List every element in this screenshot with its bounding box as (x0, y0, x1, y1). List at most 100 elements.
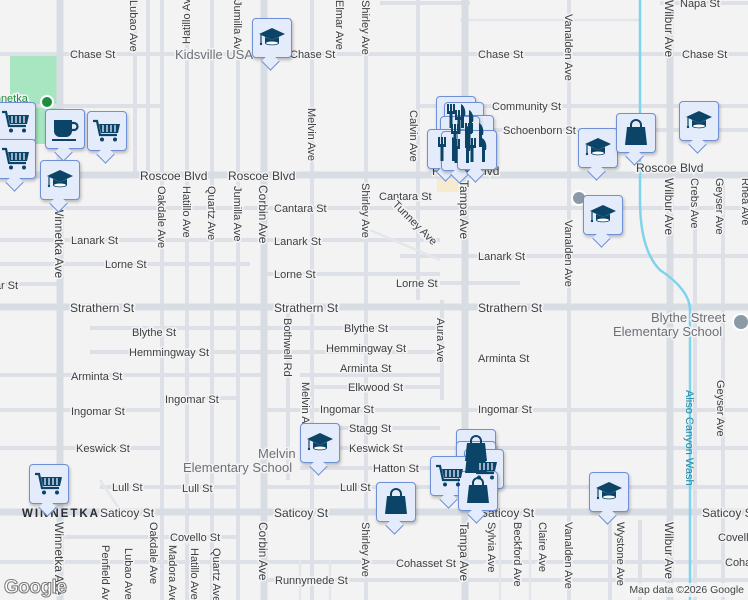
street-label-runnymede: Runnymede St (275, 575, 348, 587)
marker-shopping[interactable] (616, 113, 656, 153)
graduation-cap-icon (594, 477, 624, 507)
street-label-chase: Chase St (290, 49, 335, 61)
street-label-penfield: Penfield Ave (99, 545, 111, 600)
street-label-beckford: Beckford Ave (511, 522, 523, 587)
street-label-hatton: Hatton St (373, 463, 419, 475)
street-label-arminta: Arminta St (340, 363, 391, 375)
street-label-tampa: Tampa Ave (457, 180, 471, 239)
marker-school[interactable] (40, 160, 80, 200)
street-label-wilbur: Wilbur Ave (662, 0, 676, 57)
street-label-corbin: Corbin Ave (256, 185, 270, 244)
shopping-bag-icon (621, 118, 651, 148)
marker-school[interactable] (583, 195, 623, 235)
neighborhood-label: WINNETKA (22, 508, 100, 520)
street-label-covello: Covello St (170, 532, 220, 544)
street-label-tampa: Tampa Ave (457, 522, 471, 581)
street-label-hatillo: Hatillo Ave (188, 548, 200, 600)
marker-shopping[interactable] (458, 471, 498, 511)
street-label-covello: Covello St (718, 532, 748, 544)
graduation-cap-icon (588, 200, 618, 230)
place-label-blythe-school: Elementary School (613, 324, 722, 339)
park-pin-icon (40, 95, 54, 109)
marker-grocery[interactable] (0, 102, 36, 142)
street-label-quartz: Quartz Ave (210, 548, 222, 600)
street-label-corbin: Corbin Ave (256, 522, 270, 581)
street-label-roscoe: Roscoe Blvd (228, 169, 295, 183)
shopping-cart-icon (1, 144, 31, 174)
street-label-geyser: Geyser Ave (713, 178, 725, 235)
aliso-canyon-wash (638, 0, 692, 600)
street-label-vanalden: Vanalden Ave (562, 14, 574, 81)
place-label-melvin-school: Melvin (258, 446, 296, 461)
street-label-shirley: Shirley Ave (359, 0, 371, 55)
street-label-roscoe: Roscoe Blvd (140, 169, 207, 183)
street-label-napa: Napa St (680, 0, 720, 10)
street-label-lanark: Lanark St (478, 251, 525, 263)
graduation-cap-icon (583, 133, 613, 163)
street-label-oakdale: Oakdale Ave (147, 522, 159, 584)
street-label-lorne: Lorne St (105, 259, 147, 271)
street-label-hatillo: Hatillo Ave (180, 186, 192, 238)
marker-shopping[interactable] (376, 482, 416, 522)
street-label-lanark: Lanark St (274, 236, 321, 248)
street-label-blythe: Blythe St (132, 327, 176, 339)
street-label-melvin: Melvin Ave (305, 108, 317, 161)
street-label-keswick: Keswick St (349, 443, 403, 455)
marker-grocery[interactable] (87, 111, 127, 151)
street-label-wilbur: Wilbur Ave (662, 522, 676, 579)
coffee-cup-icon (50, 114, 80, 144)
street-label-sylvia: Sylvia Ave (485, 522, 497, 573)
street-label-strathern: Strathern St (478, 301, 543, 315)
graduation-cap-icon (305, 428, 335, 458)
street-label-wystone: Wystone Ave (614, 522, 626, 586)
street-label-schoenborn: Schoenborn St (503, 125, 576, 137)
map-attribution[interactable]: Map data ©2026 Google (625, 583, 748, 597)
graduation-cap-icon (45, 165, 75, 195)
street-label-roscoe: Roscoe Blvd (636, 161, 703, 175)
marker-school-kidsville[interactable] (252, 18, 292, 58)
street-label-hatillo: Hatillo Ave (181, 0, 193, 44)
street-label-community: Community St (492, 101, 561, 113)
marker-restaurant[interactable] (441, 131, 481, 171)
street-label-lorne: Lorne St (274, 269, 316, 281)
street-label-cantara: Cantara St (379, 191, 432, 203)
street-label-lull: Lull St (340, 482, 371, 494)
street-label-wilbur: Wilbur Ave (662, 178, 676, 235)
street-label-lull: Lull St (112, 482, 143, 494)
street-label-bothwell: Bothwell Rd (281, 318, 293, 377)
street-label-ingomar: Ingomar St (71, 406, 125, 418)
street-label-keswick: Keswick St (76, 443, 130, 455)
street-label-strathern: Strathern St (70, 301, 135, 315)
street-label-lubao: Lubao Ave (127, 0, 139, 52)
street-label-shirley: Shirley Ave (359, 522, 371, 577)
marker-school[interactable] (578, 128, 618, 168)
marker-school[interactable] (679, 101, 719, 141)
marker-grocery[interactable] (0, 139, 36, 179)
marker-school-melvin[interactable] (300, 423, 340, 463)
street-label-calvin: Calvin Ave (407, 110, 419, 162)
street-label-quartz: Quartz Ave (205, 186, 217, 240)
place-label-blythe-school: Blythe Street (651, 310, 726, 325)
street-label-arminta: Arminta St (478, 353, 529, 365)
marker-grocery[interactable] (430, 456, 470, 496)
street-label-cantara: Cantara St (274, 203, 327, 215)
marker-cafe[interactable] (45, 109, 85, 149)
street-label-elmar: Elmar Ave (333, 0, 345, 50)
shopping-bag-icon (463, 476, 493, 506)
street-label-elkwood: Elkwood St (348, 382, 403, 394)
school-pin-icon (732, 313, 748, 331)
marker-restaurant[interactable] (457, 130, 497, 170)
street-label-oakdale: Oakdale Ave (155, 186, 167, 248)
place-label-kidsville: Kidsville USA (175, 47, 253, 62)
street-label-jumilla: Jumilla Ave (231, 186, 243, 241)
marker-grocery[interactable] (29, 464, 69, 504)
wash-label: Aliso Canyon Wash (683, 390, 695, 486)
street-label-saticoy: Saticoy St (702, 506, 748, 520)
marker-school[interactable] (589, 472, 629, 512)
graduation-cap-icon (257, 23, 287, 53)
street-label-lorne: Lorne St (396, 278, 438, 290)
street-label-lull: Lull St (182, 483, 213, 495)
